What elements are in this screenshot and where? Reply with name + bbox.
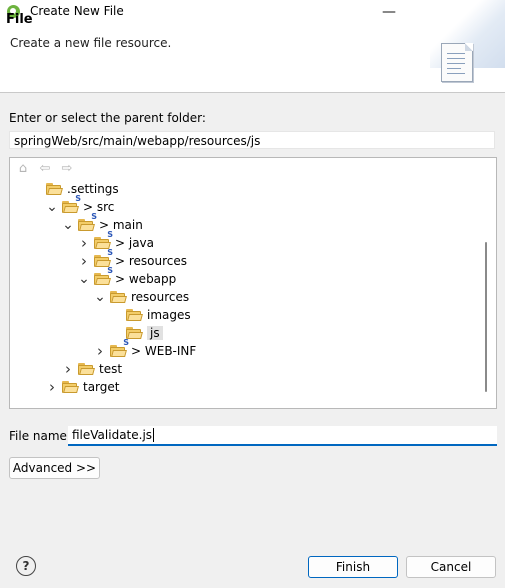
tree-spacer bbox=[110, 309, 122, 321]
tree-item[interactable]: › S> resources bbox=[78, 249, 188, 271]
tree-item[interactable]: ⌄S> webapp bbox=[78, 267, 177, 288]
wizard-page-title: File bbox=[6, 12, 33, 27]
minimize-button[interactable]: — bbox=[382, 4, 396, 20]
folder-icon bbox=[78, 363, 95, 375]
parent-folder-label: Enter or select the parent folder: bbox=[9, 111, 206, 125]
file-name-input[interactable]: fileValidate.js bbox=[68, 426, 497, 446]
tree-item[interactable]: ⌄ resources bbox=[94, 288, 189, 306]
spring-app-icon bbox=[7, 5, 20, 18]
tree-item-label: .settings bbox=[67, 182, 119, 196]
folder-icon bbox=[126, 327, 143, 339]
folder-icon bbox=[62, 381, 79, 393]
tree-item[interactable]: .settings bbox=[30, 180, 119, 198]
chevron-right-icon[interactable]: › bbox=[65, 360, 71, 378]
spring-folder-icon: S bbox=[94, 231, 113, 249]
tree-item-label: > java bbox=[115, 236, 155, 250]
spring-folder-icon: S bbox=[62, 195, 81, 213]
chevron-right-icon[interactable]: › bbox=[81, 252, 87, 270]
tree-item-label: images bbox=[147, 308, 191, 322]
tree-item-label: > resources bbox=[115, 254, 188, 268]
tree-item-label: test bbox=[99, 362, 123, 376]
window-title: Create New File bbox=[30, 4, 124, 18]
tree-item-label: > main bbox=[99, 218, 143, 232]
file-name-label: File name: bbox=[9, 429, 71, 443]
chevron-down-icon[interactable]: ⌄ bbox=[78, 271, 90, 287]
text-cursor bbox=[153, 428, 155, 442]
tree-item[interactable]: › S> WEB-INF bbox=[94, 339, 197, 361]
tree-item[interactable]: js bbox=[110, 324, 163, 342]
parent-folder-input[interactable]: springWeb/src/main/webapp/resources/js bbox=[9, 131, 495, 149]
wizard-page-description: Create a new file resource. bbox=[10, 36, 172, 50]
file-page-icon bbox=[441, 43, 473, 82]
tree-item[interactable]: ⌄S> src bbox=[46, 195, 115, 216]
tree-item[interactable]: › target bbox=[46, 378, 120, 396]
cancel-button[interactable]: Cancel bbox=[406, 556, 496, 578]
tree-item-label: > WEB-INF bbox=[131, 344, 197, 358]
spring-folder-icon: S bbox=[110, 339, 129, 357]
folder-icon bbox=[126, 309, 143, 321]
finish-button[interactable]: Finish bbox=[308, 556, 398, 578]
folder-icon bbox=[110, 291, 127, 303]
file-name-value: fileValidate.js bbox=[72, 428, 153, 442]
tree-spacer bbox=[110, 327, 122, 339]
forward-arrow-icon[interactable]: ⇨ bbox=[61, 161, 73, 176]
spring-folder-icon: S bbox=[94, 267, 113, 285]
tree-item-label: > src bbox=[83, 200, 115, 214]
tree-spacer bbox=[30, 183, 42, 195]
tree-item-label: resources bbox=[131, 290, 190, 304]
advanced-button[interactable]: Advanced >> bbox=[9, 457, 100, 479]
folder-icon bbox=[46, 183, 63, 195]
tree-item[interactable]: › S> java bbox=[78, 231, 155, 253]
chevron-down-icon[interactable]: ⌄ bbox=[62, 217, 74, 233]
home-icon[interactable]: ⌂ bbox=[18, 161, 28, 176]
title-bar bbox=[0, 0, 505, 24]
spring-folder-icon: S bbox=[78, 213, 97, 231]
help-icon[interactable]: ? bbox=[16, 556, 36, 576]
chevron-right-icon[interactable]: › bbox=[97, 342, 103, 360]
tree-item[interactable]: images bbox=[110, 306, 191, 324]
spring-folder-icon: S bbox=[94, 249, 113, 267]
tree-item-label: target bbox=[83, 380, 120, 394]
back-arrow-icon[interactable]: ⇦ bbox=[39, 161, 51, 176]
wizard-header bbox=[0, 24, 505, 93]
tree-item-label: js bbox=[147, 326, 163, 340]
chevron-down-icon[interactable]: ⌄ bbox=[94, 289, 106, 305]
chevron-right-icon[interactable]: › bbox=[81, 234, 87, 252]
tree-scrollbar[interactable] bbox=[485, 242, 487, 392]
tree-item[interactable]: › test bbox=[62, 360, 122, 378]
tree-item-label: > webapp bbox=[115, 272, 177, 286]
tree-item[interactable]: ⌄S> main bbox=[62, 213, 143, 234]
chevron-right-icon[interactable]: › bbox=[49, 378, 55, 396]
chevron-down-icon[interactable]: ⌄ bbox=[46, 199, 58, 215]
